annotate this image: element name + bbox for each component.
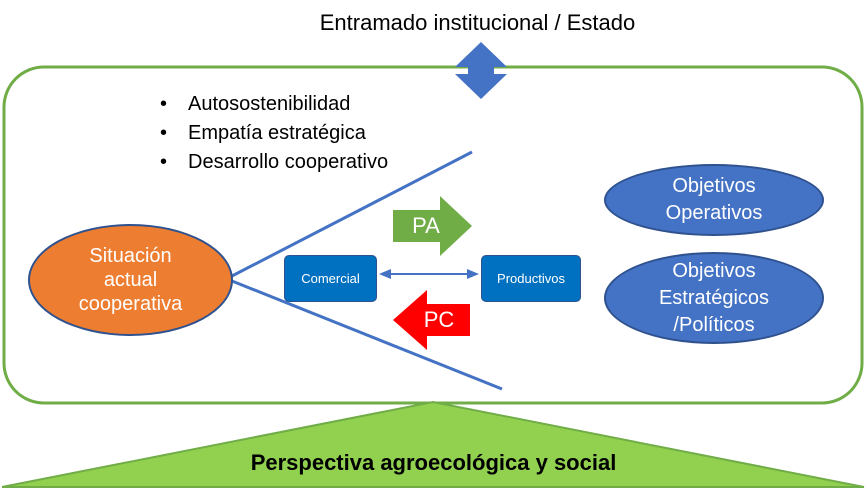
objetivos-operativos-ellipse: Objetivos Operativos xyxy=(604,164,824,236)
objetivos-estrategicos-line: /Políticos xyxy=(673,313,755,336)
pc-arrow xyxy=(393,290,470,350)
bullet-item: Desarrollo cooperativo xyxy=(160,148,388,177)
situation-line: actual xyxy=(103,269,158,291)
situation-line: Situación xyxy=(89,245,172,267)
base-triangle xyxy=(1,400,865,488)
connector-arrowhead-left xyxy=(379,269,391,279)
objetivos-operativos-line: Operativos xyxy=(665,202,763,224)
pa-label: PA xyxy=(412,213,440,238)
base-title: Perspectiva agroecológica y social xyxy=(250,450,617,475)
productivos-label: Productivos xyxy=(497,271,565,286)
objetivos-operativos-line: Objetivos xyxy=(672,175,756,197)
bullet-list: Autosostenibilidad Empatía estratégica D… xyxy=(160,90,388,177)
productivos-box: Productivos xyxy=(481,255,581,302)
double-arrow xyxy=(455,42,507,99)
comercial-box: Comercial xyxy=(284,255,377,302)
header-title: Entramado institucional / Estado xyxy=(319,10,636,35)
pc-label: PC xyxy=(423,307,455,332)
objetivos-estrategicos-ellipse: Objetivos Estratégicos /Políticos xyxy=(604,252,824,344)
comercial-label: Comercial xyxy=(301,271,360,286)
situation-line: cooperativa xyxy=(78,293,183,315)
objetivos-estrategicos-line: Objetivos xyxy=(672,259,756,282)
bullet-item: Autosostenibilidad xyxy=(160,90,388,119)
situation-ellipse: Situación actual cooperativa xyxy=(28,224,233,336)
bullet-item: Empatía estratégica xyxy=(160,119,388,148)
objetivos-estrategicos-line: Estratégicos xyxy=(658,286,770,309)
connector-arrowhead-right xyxy=(467,269,479,279)
funnel-line-upper xyxy=(231,150,473,278)
funnel-line-lower xyxy=(231,279,503,391)
pa-arrow xyxy=(393,196,472,256)
